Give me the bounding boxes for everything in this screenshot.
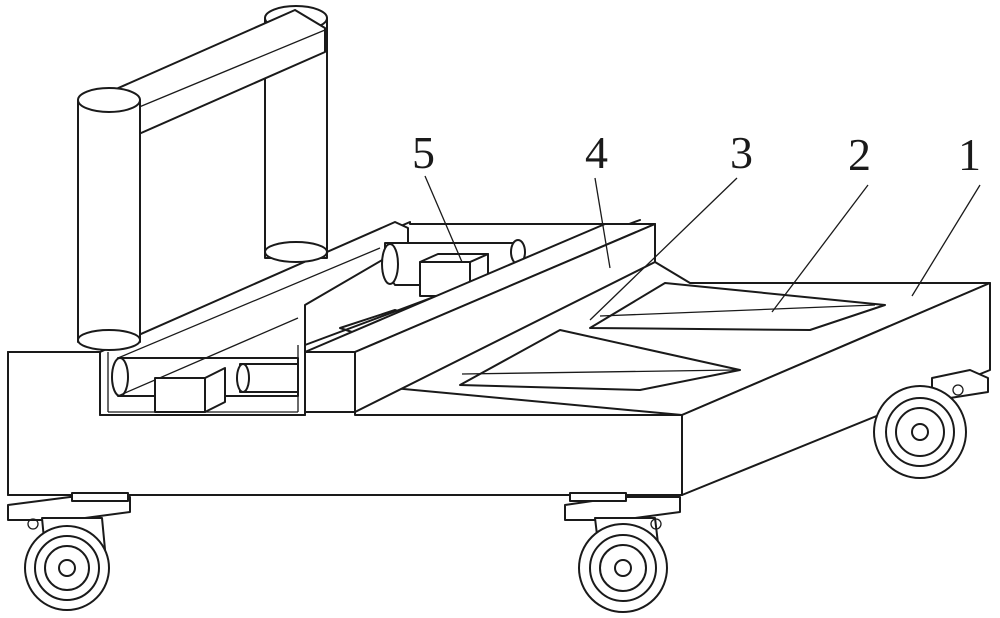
sliding-rail [304, 223, 656, 413]
caster-front-left [7, 492, 131, 611]
callout-label-2: 2 [848, 129, 871, 180]
leader-4 [594, 177, 611, 269]
leader-lines [424, 175, 981, 321]
callout-labels: 1 2 3 4 5 [412, 127, 981, 180]
leader-1 [911, 184, 981, 297]
leader-5 [424, 175, 463, 263]
callout-label-1: 1 [958, 129, 981, 180]
callout-label-3: 3 [730, 127, 753, 178]
leader-2 [771, 184, 869, 313]
callout-label-4: 4 [585, 127, 608, 178]
recessed-panels [459, 282, 886, 391]
handle-frame [77, 5, 328, 351]
leader-3 [589, 177, 738, 321]
lead-screw [111, 247, 381, 413]
caster-front-right [564, 492, 681, 613]
caster-rear-right [873, 369, 989, 479]
callout-label-5: 5 [412, 127, 435, 178]
